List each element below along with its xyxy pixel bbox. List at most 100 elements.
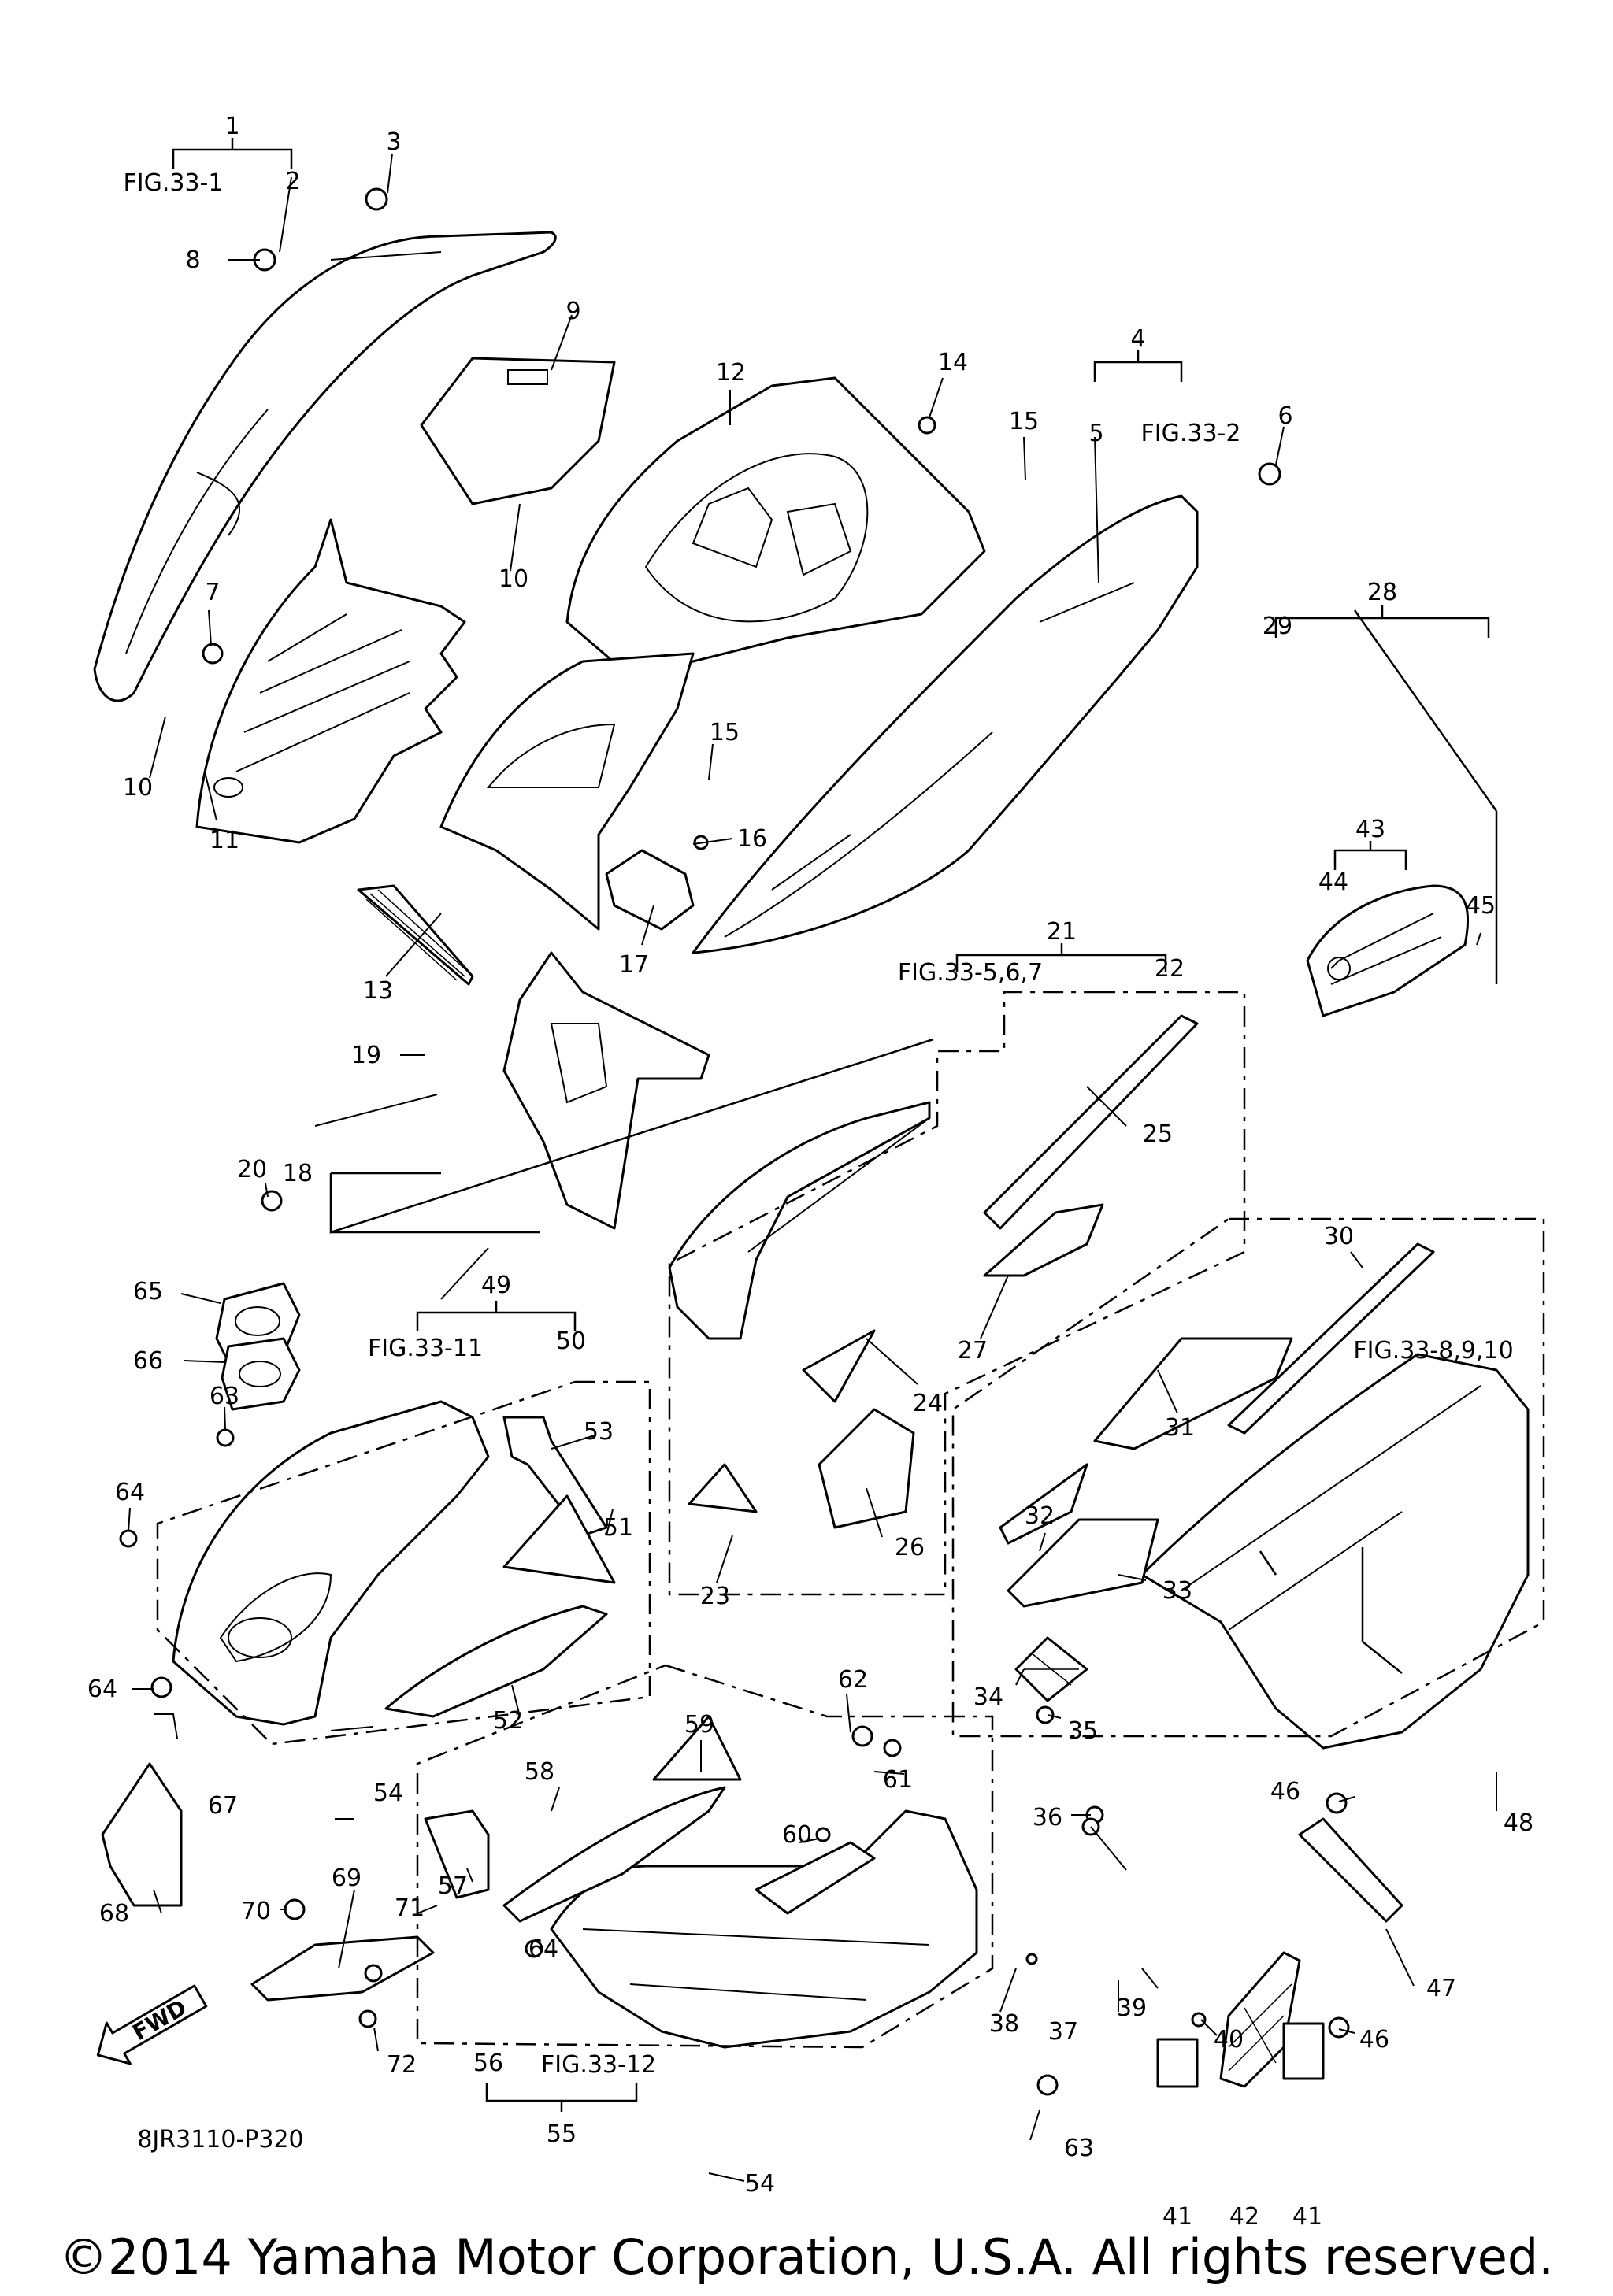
callout: 49	[481, 1272, 511, 1299]
callout: 10	[499, 565, 528, 593]
fasteners	[119, 187, 1350, 2096]
callout: 1	[224, 113, 239, 140]
callout: 41	[1162, 2203, 1192, 2231]
part-43-box	[1306, 884, 1470, 1017]
part-52-panel	[384, 1605, 608, 1718]
part-26-decal	[818, 1408, 915, 1529]
fig-ref: FIG.33-8,9,10	[1353, 1337, 1513, 1365]
fwd-label: FWD	[128, 1994, 191, 2046]
callout: 39	[1117, 1994, 1147, 2022]
callout: 12	[716, 359, 746, 387]
callout: 9	[565, 298, 580, 325]
callout: 36	[1033, 1804, 1062, 1831]
part-32-decal	[999, 1463, 1088, 1545]
part-42-mesh	[1219, 1951, 1301, 2088]
callout: 42	[1229, 2203, 1259, 2231]
callout: 15	[710, 719, 740, 746]
callout: 30	[1324, 1223, 1354, 1250]
callout: 46	[1270, 1778, 1300, 1805]
part-25-strip	[983, 1014, 1199, 1230]
callout: 51	[603, 1514, 633, 1542]
callout: 29	[1263, 613, 1292, 640]
part-12-upper-body	[565, 376, 986, 671]
group-brackets	[172, 138, 1498, 2112]
part-59-decal	[652, 1715, 742, 1781]
callout: 25	[1143, 1120, 1173, 1148]
callout: 19	[351, 1042, 381, 1069]
fig-ref: FIG.33-5,6,7	[898, 959, 1043, 987]
part-5-side-panel	[692, 494, 1199, 954]
part-front-nose	[439, 652, 695, 931]
part-51-decal	[502, 1494, 616, 1584]
callout: 64	[115, 1479, 145, 1506]
callout: 66	[133, 1347, 163, 1375]
callout: 6	[1277, 402, 1292, 430]
callout: 72	[387, 2051, 417, 2079]
fig-ref: FIG.33-11	[368, 1335, 483, 1362]
group-boundaries	[156, 991, 1545, 2049]
part-17-bracket	[605, 849, 695, 931]
callout: 40	[1214, 2026, 1244, 2053]
callout: 14	[938, 349, 968, 376]
part-69-cover	[250, 1935, 435, 2002]
fwd-arrow: FWD	[96, 1984, 208, 2065]
callout: 59	[684, 1711, 714, 1739]
part-47-strip	[1298, 1817, 1403, 1923]
part-27-decal	[983, 1203, 1104, 1277]
part-2-top-cowl	[93, 231, 557, 702]
callout: 3	[386, 128, 401, 156]
callout: 11	[210, 827, 239, 854]
callout: 15	[1009, 408, 1039, 435]
part-41-pad-right	[1282, 2022, 1325, 2080]
part-30-strip	[1227, 1242, 1435, 1435]
part-41-pad-left	[1156, 2038, 1199, 2088]
callout: 65	[133, 1278, 163, 1305]
group-28-boundary	[951, 1217, 1545, 1738]
part-56-lower-hull	[550, 1809, 978, 2049]
callout: 69	[332, 1865, 362, 1892]
callout: 55	[547, 2120, 577, 2148]
callout: 18	[283, 1160, 313, 1187]
callout: 5	[1088, 420, 1103, 447]
part-13-grille	[357, 884, 474, 986]
part-18-frame	[502, 951, 710, 1230]
callout: 41	[1292, 2203, 1322, 2231]
part-61-panel	[755, 1841, 876, 1915]
part-57-bracket	[424, 1809, 490, 1899]
part-29-side-cowl	[1140, 1353, 1530, 1750]
part-66-ring	[221, 1337, 301, 1411]
callout: 71	[395, 1894, 425, 1922]
fig-ref: FIG.33-12	[541, 2051, 656, 2079]
callout: 10	[123, 774, 153, 802]
callout: 34	[973, 1683, 1003, 1711]
callout: 8	[185, 246, 200, 274]
callout: 50	[556, 1328, 586, 1355]
callout: 13	[363, 977, 393, 1005]
callout: 70	[241, 1898, 271, 1925]
callout: 47	[1426, 1975, 1456, 2002]
callout: 64	[87, 1676, 117, 1703]
callout: 62	[838, 1666, 868, 1694]
callout: 52	[493, 1707, 523, 1735]
copyright: ©2014 Yamaha Motor Corporation, U.S.A. A…	[59, 2228, 1554, 2286]
part-24-decal	[802, 1329, 876, 1403]
callout: 58	[525, 1758, 554, 1786]
callout: 46	[1359, 2026, 1389, 2053]
callout: 43	[1355, 816, 1385, 843]
callout: 4	[1130, 325, 1145, 353]
callout: 48	[1504, 1809, 1533, 1837]
callout: 61	[883, 1766, 913, 1794]
callout: 21	[1047, 918, 1077, 946]
part-31-decal	[1093, 1337, 1293, 1450]
callout: 20	[237, 1156, 267, 1183]
callout: 38	[989, 2010, 1019, 2038]
callout: 53	[584, 1418, 614, 1446]
fig-ref: FIG.33-1	[124, 169, 224, 197]
part-50-lower-panel	[172, 1400, 490, 1726]
leader-lines	[128, 153, 1497, 2182]
part-68-bracket	[101, 1762, 183, 1907]
callout: 23	[700, 1583, 730, 1610]
callout-labels: 1 2 3 4 5 6 7 8 9 10 10 11 12 13 14 15 1…	[87, 113, 1533, 2231]
callout: 63	[210, 1383, 239, 1410]
